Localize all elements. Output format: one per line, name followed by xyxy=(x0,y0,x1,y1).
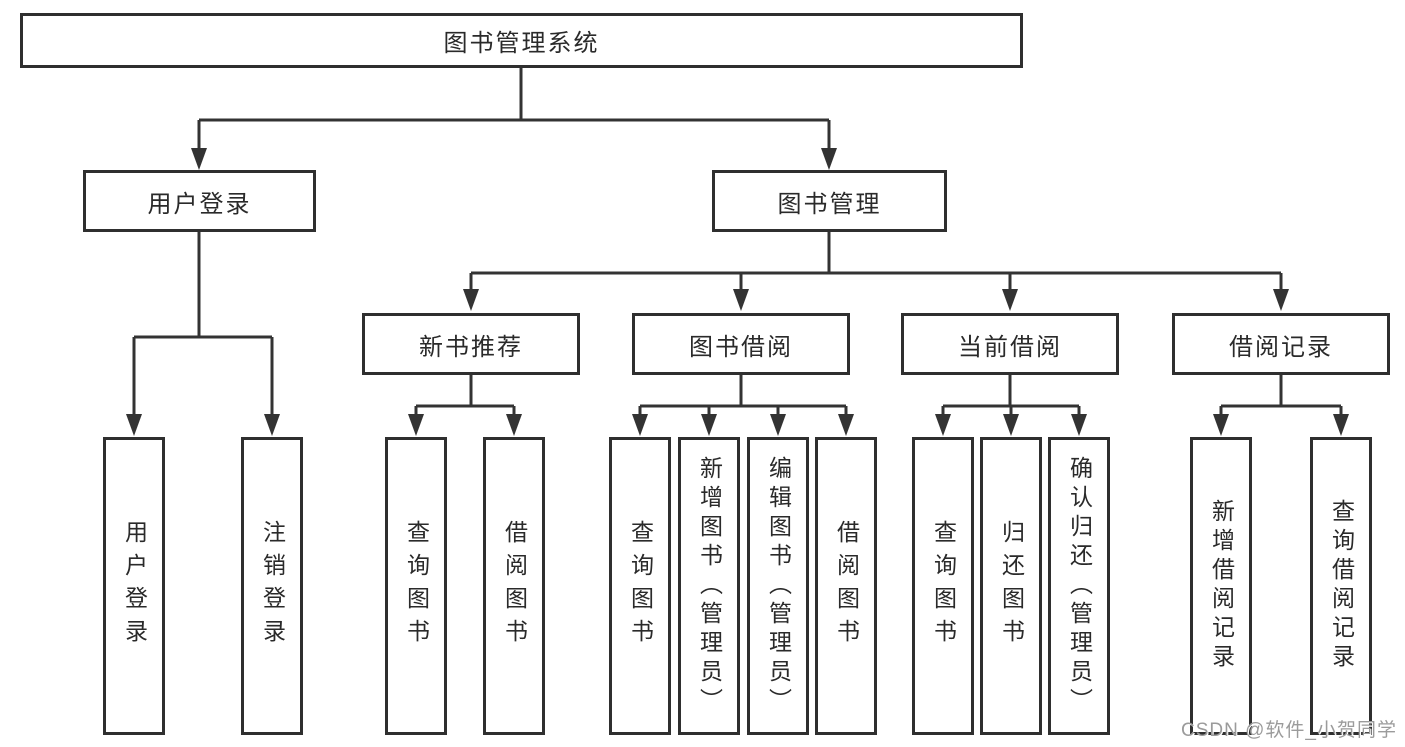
leaf-query-borrow-record: 查询借阅记录 xyxy=(1310,437,1372,735)
leaf-add-book-admin: 新增图书（管理员） xyxy=(678,437,740,735)
arrowhead-icon xyxy=(632,414,648,436)
node-label: 查询图书 xyxy=(403,520,430,652)
leaf-return-book: 归还图书 xyxy=(980,437,1042,735)
node-label: 当前借阅 xyxy=(958,333,1062,361)
node-current-borrow: 当前借阅 xyxy=(901,313,1119,375)
node-book-management: 图书管理 xyxy=(712,170,947,232)
leaf-query-books-current: 查询图书 xyxy=(912,437,974,735)
node-label: 归还图书 xyxy=(998,520,1025,652)
arrowhead-icon xyxy=(1002,289,1018,311)
csdn-watermark: CSDN @软件_小贺同学 xyxy=(1181,720,1397,741)
node-label: 借阅记录 xyxy=(1229,333,1333,361)
node-label: 新书推荐 xyxy=(419,333,523,361)
node-label: 借阅图书 xyxy=(833,520,860,652)
arrowhead-icon xyxy=(701,414,717,436)
arrowhead-icon xyxy=(1273,289,1289,311)
leaf-add-borrow-record: 新增借阅记录 xyxy=(1190,437,1252,735)
leaf-user-login: 用户登录 xyxy=(103,437,165,735)
arrowhead-icon xyxy=(126,414,142,436)
node-label: 图书管理 xyxy=(777,190,882,218)
arrowhead-icon xyxy=(506,414,522,436)
node-new-book-recommend: 新书推荐 xyxy=(362,313,580,375)
arrowhead-icon xyxy=(935,414,951,436)
connector-root-to-level2 xyxy=(197,68,831,150)
leaf-borrow-books: 借阅图书 xyxy=(815,437,877,735)
node-library-management-system: 图书管理系统 xyxy=(20,13,1023,68)
leaf-logout: 注销登录 xyxy=(241,437,303,735)
arrowhead-icon xyxy=(770,414,786,436)
node-label: 确认归还（管理员） xyxy=(1066,455,1093,717)
arrowhead-icon xyxy=(191,148,207,170)
leaf-query-books-recommend: 查询图书 xyxy=(385,437,447,735)
node-label: 图书借阅 xyxy=(689,333,793,361)
connector-new-book-recommend-to-leaves xyxy=(414,375,516,416)
connector-current-borrow-to-leaves xyxy=(941,375,1081,416)
node-book-borrow: 图书借阅 xyxy=(632,313,850,375)
arrowhead-icon xyxy=(1213,414,1229,436)
arrowhead-icon xyxy=(264,414,280,436)
arrowhead-icon xyxy=(733,289,749,311)
node-user-login: 用户登录 xyxy=(83,170,316,232)
arrowhead-icon xyxy=(838,414,854,436)
leaf-query-books-borrow: 查询图书 xyxy=(609,437,671,735)
arrowhead-icon xyxy=(408,414,424,436)
leaf-confirm-return-admin: 确认归还（管理员） xyxy=(1048,437,1110,735)
node-label: 编辑图书（管理员） xyxy=(765,455,792,717)
node-label: 新增图书（管理员） xyxy=(696,455,723,717)
leaf-borrow-books-recommend: 借阅图书 xyxy=(483,437,545,735)
node-label: 查询图书 xyxy=(627,520,654,652)
arrowhead-icon xyxy=(463,289,479,311)
connector-book-management-to-level3 xyxy=(469,232,1283,291)
node-label: 用户登录 xyxy=(147,190,252,218)
arrowheads xyxy=(126,148,1349,436)
arrowhead-icon xyxy=(1071,414,1087,436)
node-label: 查询图书 xyxy=(930,520,957,652)
arrowhead-icon xyxy=(1333,414,1349,436)
node-label: 借阅图书 xyxy=(501,520,528,652)
node-borrow-records: 借阅记录 xyxy=(1172,313,1390,375)
node-label: 图书管理系统 xyxy=(443,30,600,57)
leaf-edit-book-admin: 编辑图书（管理员） xyxy=(747,437,809,735)
node-label: 新增借阅记录 xyxy=(1208,499,1235,673)
node-label: 查询借阅记录 xyxy=(1328,499,1355,673)
connector-book-borrow-to-leaves xyxy=(638,375,848,416)
node-label: 用户登录 xyxy=(121,520,148,652)
connector-user-login-to-leaves xyxy=(132,232,274,416)
arrowhead-icon xyxy=(821,148,837,170)
connector-borrow-records-to-leaves xyxy=(1219,375,1343,416)
arrowhead-icon xyxy=(1003,414,1019,436)
node-label: 注销登录 xyxy=(259,520,286,652)
